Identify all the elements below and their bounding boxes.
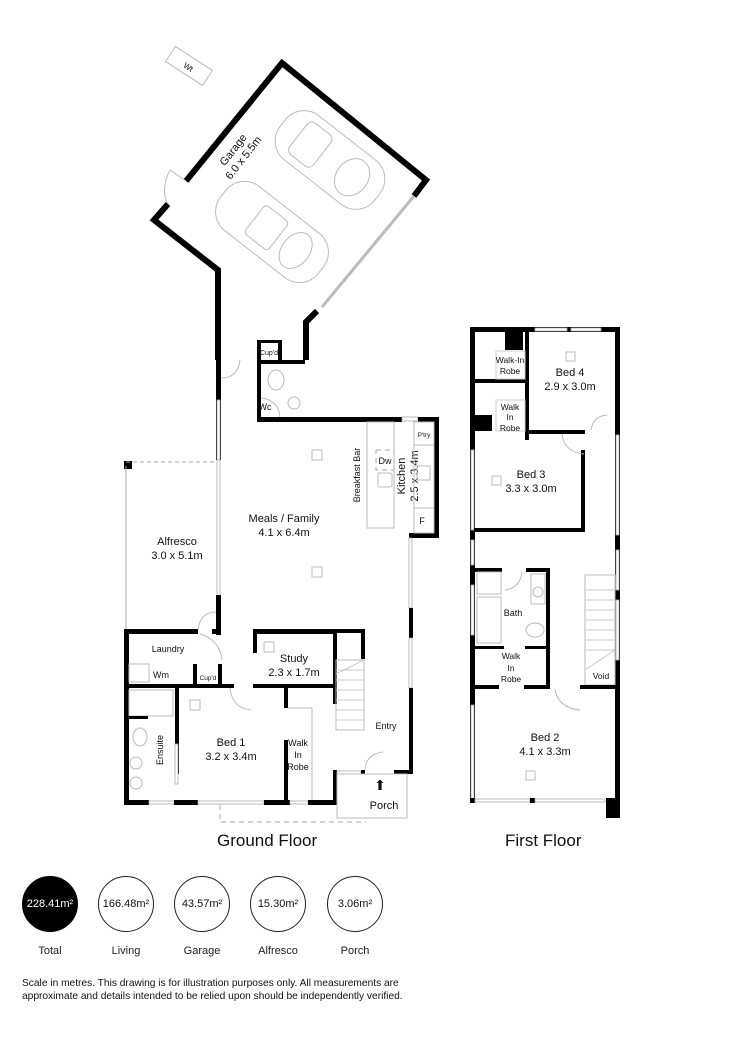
area-living-value: 166.48m² (98, 876, 154, 932)
disclaimer-text: Scale in metres. This drawing is for ill… (22, 978, 403, 1002)
area-garage-value: 43.57m² (174, 876, 230, 932)
ground-floor-plan: Cup'd Wc Dw Breakfast Bar Kitchen 2.5 x … (124, 340, 439, 823)
svg-text:Bed 2: Bed 2 (531, 732, 560, 744)
svg-text:Bed 1: Bed 1 (217, 737, 246, 749)
svg-text:Bed 3: Bed 3 (517, 469, 546, 481)
first-floor-plan: Walk-In Robe Walk In Robe Bed 4 2.9 x 3.… (470, 327, 620, 818)
svg-text:Robe: Robe (500, 366, 521, 376)
svg-text:Walk: Walk (288, 738, 308, 748)
svg-text:2.9 x 3.0m: 2.9 x 3.0m (544, 381, 595, 393)
area-living-label: Living (111, 945, 141, 957)
area-porch: 3.06m² Porch (327, 876, 383, 957)
area-garage: 43.57m² Garage (174, 876, 230, 957)
ground-floor-title: Ground Floor (217, 831, 318, 850)
svg-text:Porch: Porch (370, 800, 399, 812)
svg-text:F: F (419, 516, 425, 526)
svg-text:4.1 x 6.4m: 4.1 x 6.4m (258, 527, 309, 539)
svg-text:Dw: Dw (379, 456, 392, 466)
area-porch-value: 3.06m² (327, 876, 383, 932)
svg-text:Robe: Robe (501, 674, 522, 684)
svg-text:Wc: Wc (259, 402, 272, 412)
car-icon (274, 110, 386, 210)
svg-text:Laundry: Laundry (152, 644, 185, 654)
svg-text:Ensuite: Ensuite (155, 735, 165, 765)
svg-text:3.2 x 3.4m: 3.2 x 3.4m (205, 751, 256, 763)
svg-text:Walk: Walk (502, 651, 521, 661)
svg-text:4.1 x 3.3m: 4.1 x 3.3m (519, 746, 570, 758)
svg-text:2.3 x 1.7m: 2.3 x 1.7m (268, 667, 319, 679)
svg-text:Bed 4: Bed 4 (556, 367, 585, 379)
svg-text:3.0 x 5.1m: 3.0 x 5.1m (151, 550, 202, 562)
first-floor-title: First Floor (505, 831, 582, 850)
svg-text:Cup'd: Cup'd (260, 350, 278, 357)
area-alfresco-label: Alfresco (258, 945, 298, 957)
svg-text:Wm: Wm (153, 670, 169, 680)
area-total-label: Total (38, 945, 62, 957)
svg-text:Robe: Robe (500, 423, 521, 433)
svg-text:In: In (294, 750, 302, 760)
entry-arrow-icon: ⬆ (374, 777, 386, 793)
svg-text:Entry: Entry (375, 721, 397, 731)
area-alfresco: 15.30m² Alfresco (250, 876, 306, 957)
svg-text:Robe: Robe (287, 762, 309, 772)
stairs-icon (584, 574, 616, 686)
car-icon (215, 180, 329, 284)
svg-text:3.3 x 3.0m: 3.3 x 3.0m (505, 483, 556, 495)
svg-text:Breakfast Bar: Breakfast Bar (352, 448, 362, 503)
svg-text:In: In (506, 412, 513, 422)
svg-text:2.5 x 3.4m: 2.5 x 3.4m (409, 450, 421, 501)
area-alfresco-value: 15.30m² (250, 876, 306, 932)
area-total-value: 228.41m² (22, 876, 78, 932)
svg-text:Wt: Wt (182, 61, 196, 74)
garage: Wt Garage 6.0 x 5.5m (149, 45, 431, 360)
svg-text:In: In (507, 663, 514, 673)
floor-plan-drawing: Wt Garage 6.0 x 5.5m (124, 45, 620, 823)
svg-text:Walk-In: Walk-In (496, 355, 525, 365)
svg-text:Meals / Family: Meals / Family (249, 513, 320, 525)
svg-text:Walk: Walk (501, 402, 520, 412)
area-garage-label: Garage (183, 945, 221, 957)
svg-text:Cup'd: Cup'd (200, 675, 217, 682)
svg-text:Bath: Bath (504, 608, 523, 618)
svg-text:Kitchen: Kitchen (396, 458, 408, 495)
stairs-icon (335, 659, 365, 731)
area-total: 228.41m² Total (22, 876, 78, 957)
svg-text:Alfresco: Alfresco (157, 536, 197, 548)
svg-text:P'try: P'try (418, 432, 432, 439)
area-porch-label: Porch (340, 945, 370, 957)
water-tank: Wt (164, 45, 214, 87)
svg-text:Void: Void (593, 671, 610, 681)
svg-text:Study: Study (280, 653, 309, 665)
area-living: 166.48m² Living (98, 876, 154, 957)
